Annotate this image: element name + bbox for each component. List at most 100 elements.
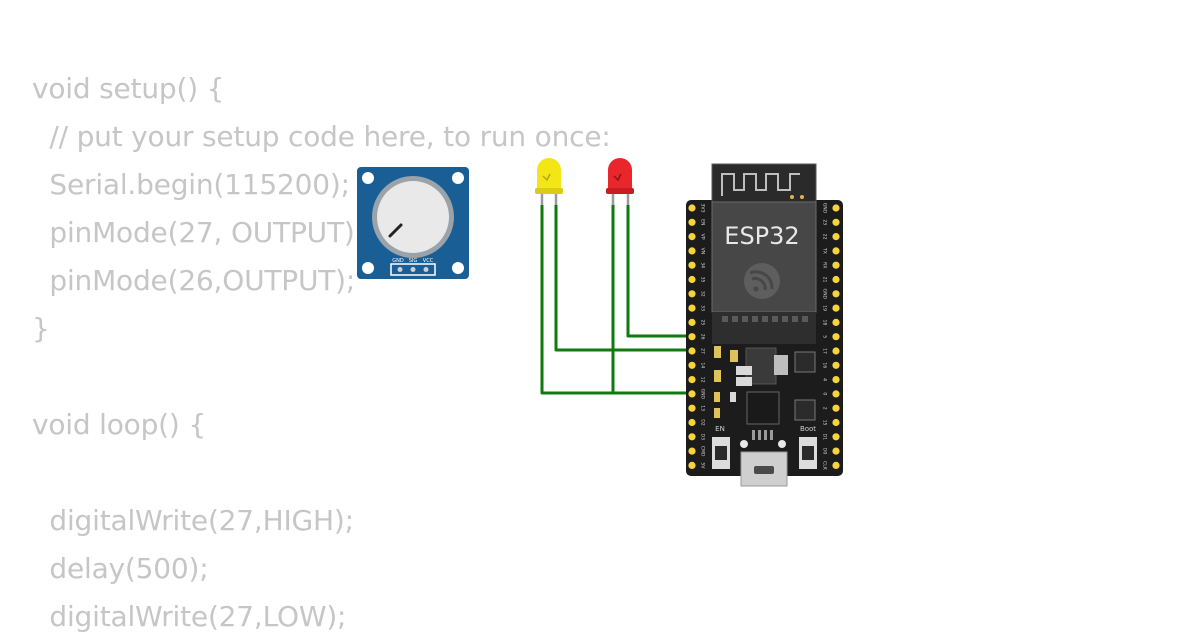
header-pin-label: 5V	[700, 462, 706, 469]
header-pin-left-33[interactable]	[688, 304, 696, 312]
wire-red-led-cathode[interactable]	[611, 205, 692, 395]
smd-capacitor	[714, 408, 720, 418]
header-pin-label: 3V3	[700, 204, 706, 213]
header-pin-left-cmd[interactable]	[688, 447, 696, 455]
header-pin-right-5[interactable]	[832, 333, 840, 341]
potentiometer[interactable]: GND SIG VCC	[357, 167, 469, 279]
antenna-area	[711, 163, 817, 205]
header-pin-right-19[interactable]	[832, 304, 840, 312]
pot-pin-header	[390, 263, 436, 276]
antenna-pad	[790, 195, 794, 199]
boot-button-label: Boot	[800, 425, 816, 433]
regulator-tab	[774, 355, 788, 375]
smd-capacitor	[714, 370, 721, 382]
en-button[interactable]	[715, 446, 727, 460]
header-pin-right-0[interactable]	[832, 390, 840, 398]
header-pin-label: 33	[700, 305, 706, 311]
header-pin-left-34[interactable]	[688, 261, 696, 269]
header-pin-left-gnd[interactable]	[688, 390, 696, 398]
header-pin-right-21[interactable]	[832, 275, 840, 284]
header-pin-label: 5	[822, 335, 828, 338]
wire-red-led-anode[interactable]	[626, 205, 692, 338]
header-pin-label: 23	[822, 219, 828, 225]
header-pin-right-4[interactable]	[832, 376, 840, 384]
led-die	[542, 173, 551, 182]
red-led[interactable]	[606, 158, 634, 205]
yellow-led[interactable]	[535, 158, 563, 205]
header-pin-right-22[interactable]	[832, 233, 840, 241]
smd-resistor	[730, 392, 736, 402]
header-pin-label: 4	[822, 378, 828, 381]
header-pin-left-32[interactable]	[688, 290, 696, 298]
header-pin-left-13[interactable]	[688, 404, 696, 412]
header-pin-label: 15	[822, 420, 828, 426]
header-pin-right-16[interactable]	[832, 361, 840, 369]
header-pin-left-27[interactable]	[688, 347, 696, 355]
header-pin-label: 21	[822, 277, 828, 283]
header-pin-left-5v[interactable]	[688, 461, 696, 469]
header-pin-left-35[interactable]	[688, 275, 696, 284]
pot-knob-indicator	[388, 223, 403, 238]
header-pin-label: D2	[700, 419, 706, 426]
header-pin-label: VN	[700, 248, 706, 255]
pot-pin-label: SIG	[409, 258, 418, 264]
header-pin-label: GND	[700, 389, 706, 400]
header-pin-right-d0[interactable]	[832, 447, 840, 455]
pot-knob[interactable]	[377, 181, 449, 253]
pot-pin[interactable]	[423, 267, 429, 272]
header-pin-right-23[interactable]	[832, 218, 840, 226]
header-pin-label: 18	[822, 319, 828, 325]
header-pin-label: 25	[700, 319, 706, 325]
mount-hole	[740, 440, 748, 448]
smd-chip	[794, 351, 816, 373]
header-pin-label: 13	[700, 405, 706, 411]
led-die	[613, 173, 622, 182]
header-pin-right-18[interactable]	[832, 318, 840, 326]
header-pin-right-gnd[interactable]	[832, 290, 840, 298]
header-pin-right-clk[interactable]	[832, 461, 840, 469]
pot-pin[interactable]	[397, 267, 403, 272]
header-pin-right-rx[interactable]	[832, 261, 840, 269]
header-pin-left-vn[interactable]	[688, 247, 696, 255]
header-pin-left-14[interactable]	[688, 361, 696, 369]
header-pin-right-2[interactable]	[832, 404, 840, 412]
header-pin-right-15[interactable]	[832, 418, 840, 427]
header-pin-label: D3	[700, 434, 706, 441]
header-pin-left-12[interactable]	[688, 376, 696, 384]
wire-yellow-led-anode[interactable]	[554, 205, 692, 352]
smd-capacitor	[730, 350, 738, 362]
module-castellation	[722, 316, 808, 322]
header-pin-label: 19	[822, 305, 828, 311]
header-pin-left-vp[interactable]	[688, 233, 696, 241]
header-pin-left-26[interactable]	[688, 333, 696, 341]
pot-pin[interactable]	[410, 267, 416, 272]
header-pin-left-25[interactable]	[688, 318, 696, 326]
header-pin-label: 0	[822, 392, 828, 395]
header-pin-label: 12	[700, 377, 706, 383]
header-pin-label: RX	[822, 262, 828, 268]
mount-hole	[452, 262, 464, 274]
en-button-label: EN	[715, 425, 725, 433]
esp32-label: ESP32	[724, 222, 799, 250]
wire-yellow-led-cathode[interactable]	[540, 205, 692, 395]
smd-capacitor	[714, 346, 721, 358]
esp32-board[interactable]: ESP32 EN Boot	[686, 163, 843, 487]
boot-button[interactable]	[802, 446, 814, 460]
header-pin-left-3v3[interactable]	[688, 204, 696, 212]
micro-usb-opening	[754, 466, 774, 474]
smd-chip	[794, 399, 816, 421]
header-pin-right-gnd[interactable]	[832, 204, 840, 212]
header-pin-label: 17	[822, 348, 828, 354]
header-pin-label: CMD	[700, 446, 706, 457]
header-pin-left-en[interactable]	[688, 218, 696, 226]
header-pin-left-d3[interactable]	[688, 433, 696, 441]
header-pin-left-d2[interactable]	[688, 418, 696, 427]
header-pin-label: D1	[822, 434, 828, 441]
header-pin-right-tx[interactable]	[832, 247, 840, 255]
header-pin-right-17[interactable]	[832, 347, 840, 355]
header-pin-label: D0	[822, 448, 828, 455]
wires	[540, 205, 692, 395]
header-pin-right-d1[interactable]	[832, 433, 840, 441]
